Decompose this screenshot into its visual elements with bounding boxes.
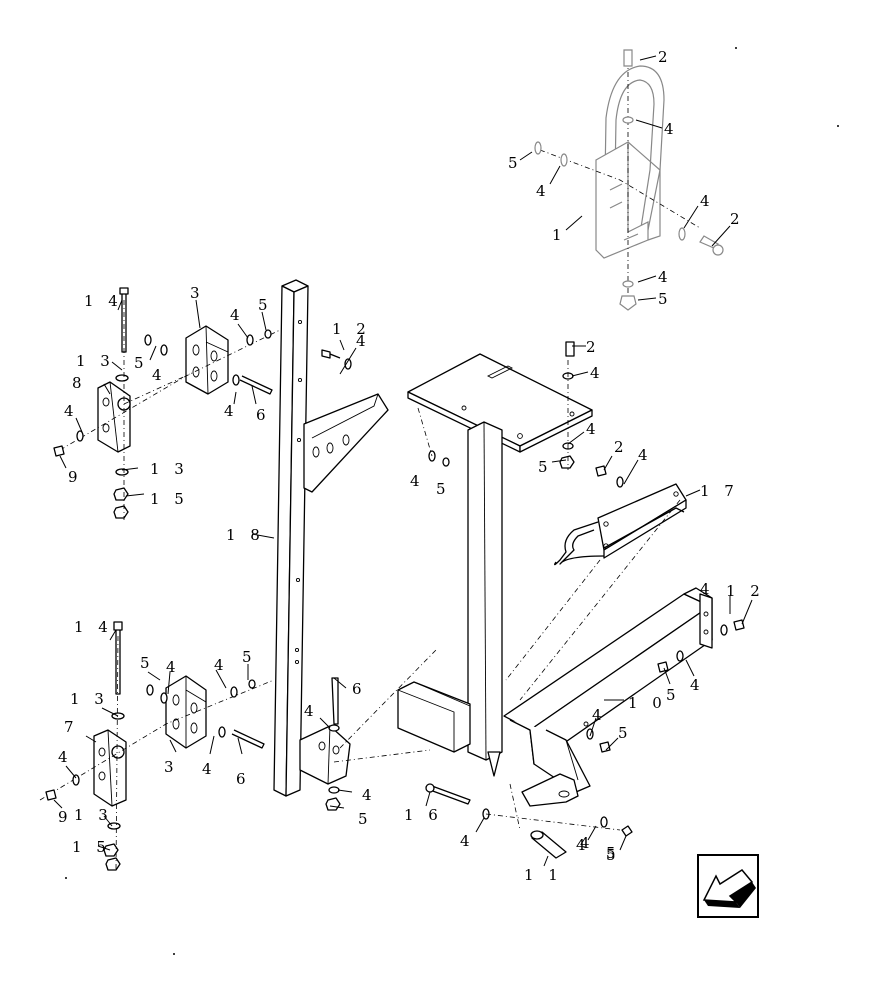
callout-labels: 2 4 5 4 1 4 2 4 5 1 4 3 5 4 5 4 1 3 8 4 … <box>58 48 765 884</box>
callout-4: 4 <box>580 834 595 852</box>
callout-6: 6 <box>352 680 367 698</box>
callout-4: 4 <box>586 420 601 438</box>
callout-9: 9 <box>68 468 83 486</box>
callout-5: 5 <box>242 648 257 666</box>
callout-4: 4 <box>202 760 217 778</box>
callout-4: 4 <box>64 402 79 420</box>
callout-5: 5 <box>606 844 621 862</box>
callout-2: 2 <box>586 338 601 356</box>
callout-6: 6 <box>256 406 271 424</box>
callout-5: 5 <box>358 810 373 828</box>
callout-18: 1 8 <box>226 526 265 544</box>
callout-4: 4 <box>700 580 715 598</box>
callout-12: 1 2 <box>726 582 765 600</box>
callout-13: 1 3 <box>150 460 189 478</box>
callout-2: 2 <box>658 48 673 66</box>
callout-4: 4 <box>690 676 705 694</box>
callout-4: 4 <box>214 656 229 674</box>
callout-8: 8 <box>72 374 87 392</box>
scan-specks <box>65 47 839 955</box>
callout-4: 4 <box>58 748 73 766</box>
callout-4: 4 <box>166 658 181 676</box>
callout-5: 5 <box>140 654 155 672</box>
callout-4: 4 <box>362 786 377 804</box>
handle-part-17 <box>554 483 687 566</box>
callout-14: 1 4 <box>74 618 113 636</box>
callout-15: 1 5 <box>72 838 111 856</box>
lower-bracket-set <box>39 621 437 871</box>
callout-16: 1 6 <box>404 806 443 824</box>
arrow-direction-icon <box>697 854 759 918</box>
callout-13: 1 3 <box>74 806 113 824</box>
callout-4: 4 <box>410 472 425 490</box>
callout-11: 1 1 <box>524 866 563 884</box>
callout-4: 4 <box>590 364 605 382</box>
callout-7: 7 <box>64 718 79 736</box>
callout-5: 5 <box>436 480 451 498</box>
callout-5: 5 <box>508 154 523 172</box>
callout-3: 3 <box>164 758 179 776</box>
callout-2: 2 <box>730 210 745 228</box>
callout-4: 4 <box>664 120 679 138</box>
callout-14: 1 4 <box>84 292 123 310</box>
callout-3: 3 <box>190 284 205 302</box>
callout-4: 4 <box>152 366 167 384</box>
callout-5: 5 <box>658 290 673 308</box>
callout-4: 4 <box>658 268 673 286</box>
post-part-18 <box>273 279 389 797</box>
callout-4: 4 <box>700 192 715 210</box>
callout-5: 5 <box>618 724 633 742</box>
callout-12: 1 2 <box>332 320 371 338</box>
callout-1: 1 <box>552 226 567 244</box>
callout-4: 4 <box>230 306 245 324</box>
callout-9: 9 <box>58 808 73 826</box>
callout-5: 5 <box>606 846 621 864</box>
frame-part-10 <box>397 353 713 807</box>
callout-17: 1 7 <box>700 482 739 500</box>
bracket-part-1 <box>534 49 724 311</box>
pins-16-11 <box>425 783 633 859</box>
callout-4: 4 <box>224 402 239 420</box>
callout-4: 4 <box>592 706 607 724</box>
callout-10: 1 0 <box>628 694 667 712</box>
callout-4: 4 <box>460 832 475 850</box>
callout-leaders <box>53 55 753 867</box>
callout-5: 5 <box>538 458 553 476</box>
callout-4: 4 <box>356 332 371 350</box>
callout-2: 2 <box>614 438 629 456</box>
callout-6: 6 <box>236 770 251 788</box>
callout-4: 4 <box>536 182 551 200</box>
callout-4: 4 <box>638 446 653 464</box>
callout-4: 4 <box>576 836 591 854</box>
callout-13: 1 3 <box>70 690 109 708</box>
upper-bracket-set <box>53 287 352 520</box>
callout-13: 1 3 <box>76 352 115 370</box>
callout-4: 4 <box>304 702 319 720</box>
callout-5: 5 <box>258 296 273 314</box>
callout-15: 1 5 <box>150 490 189 508</box>
callout-5: 5 <box>134 354 149 372</box>
callout-5: 5 <box>666 686 681 704</box>
frame-hardware <box>417 341 745 753</box>
